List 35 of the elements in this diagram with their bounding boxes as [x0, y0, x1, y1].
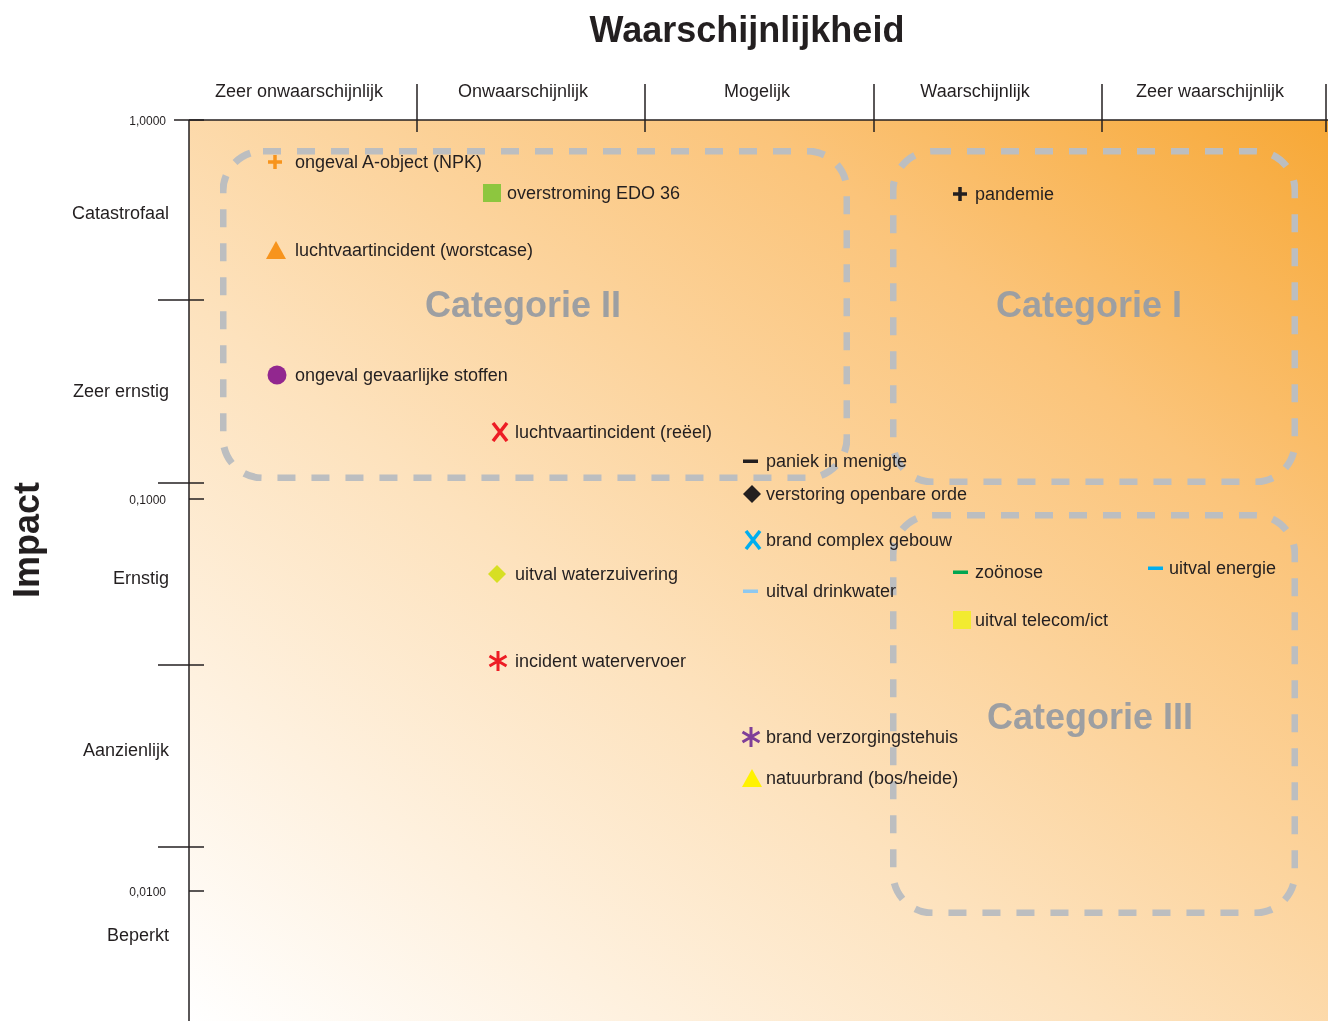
axis-title: Impact — [6, 482, 48, 598]
row-label: Aanzienlijk — [82, 739, 169, 761]
tick-label: 1,0000 — [129, 114, 166, 128]
risk-label: uitval energie — [1169, 557, 1277, 579]
chart-title: Waarschijnlijkheid — [589, 9, 905, 51]
risk-label: natuurbrand (bos/heide) — [766, 767, 959, 789]
risk-label: verstoring openbare orde — [766, 483, 968, 505]
risk-label: ongeval gevaarlijke stoffen — [295, 364, 508, 386]
risk-label: luchtvaartincident (reëel) — [515, 421, 713, 443]
column-header: Zeer waarschijnlijk — [1136, 80, 1284, 102]
category-label: Categorie II — [424, 284, 622, 326]
risk-label: incident watervervoer — [515, 650, 687, 672]
row-label: Zeer ernstig — [72, 380, 169, 402]
column-header: Zeer onwaarschijnlijk — [214, 80, 384, 102]
risk-label: paniek in menigte — [766, 450, 908, 472]
risk-label: brand complex gebouw — [766, 529, 953, 551]
tick-label: 0,0100 — [129, 885, 166, 899]
risk-label: zoönose — [975, 561, 1044, 583]
risk-label: uitval drinkwater — [766, 580, 897, 602]
row-label: Beperkt — [106, 924, 169, 946]
row-label: Catastrofaal — [71, 202, 169, 224]
category-label: Categorie III — [986, 696, 1194, 738]
risk-label: luchtvaartincident (worstcase) — [295, 239, 534, 261]
column-header: Mogelijk — [724, 80, 790, 102]
risk-label: pandemie — [975, 183, 1055, 205]
risk-label: brand verzorgingstehuis — [766, 726, 959, 748]
column-header: Waarschijnlijk — [920, 80, 1030, 102]
category-label: Categorie I — [996, 284, 1182, 326]
risk-label: uitval telecom/ict — [975, 609, 1109, 631]
risk-label: overstroming EDO 36 — [507, 182, 681, 204]
column-header: Onwaarschijnlijk — [458, 80, 588, 102]
tick-label: 0,1000 — [129, 493, 166, 507]
risk-label: uitval waterzuivering — [515, 563, 679, 585]
row-label: Ernstig — [112, 567, 169, 589]
risk-label: ongeval A-object (NPK) — [295, 151, 483, 173]
